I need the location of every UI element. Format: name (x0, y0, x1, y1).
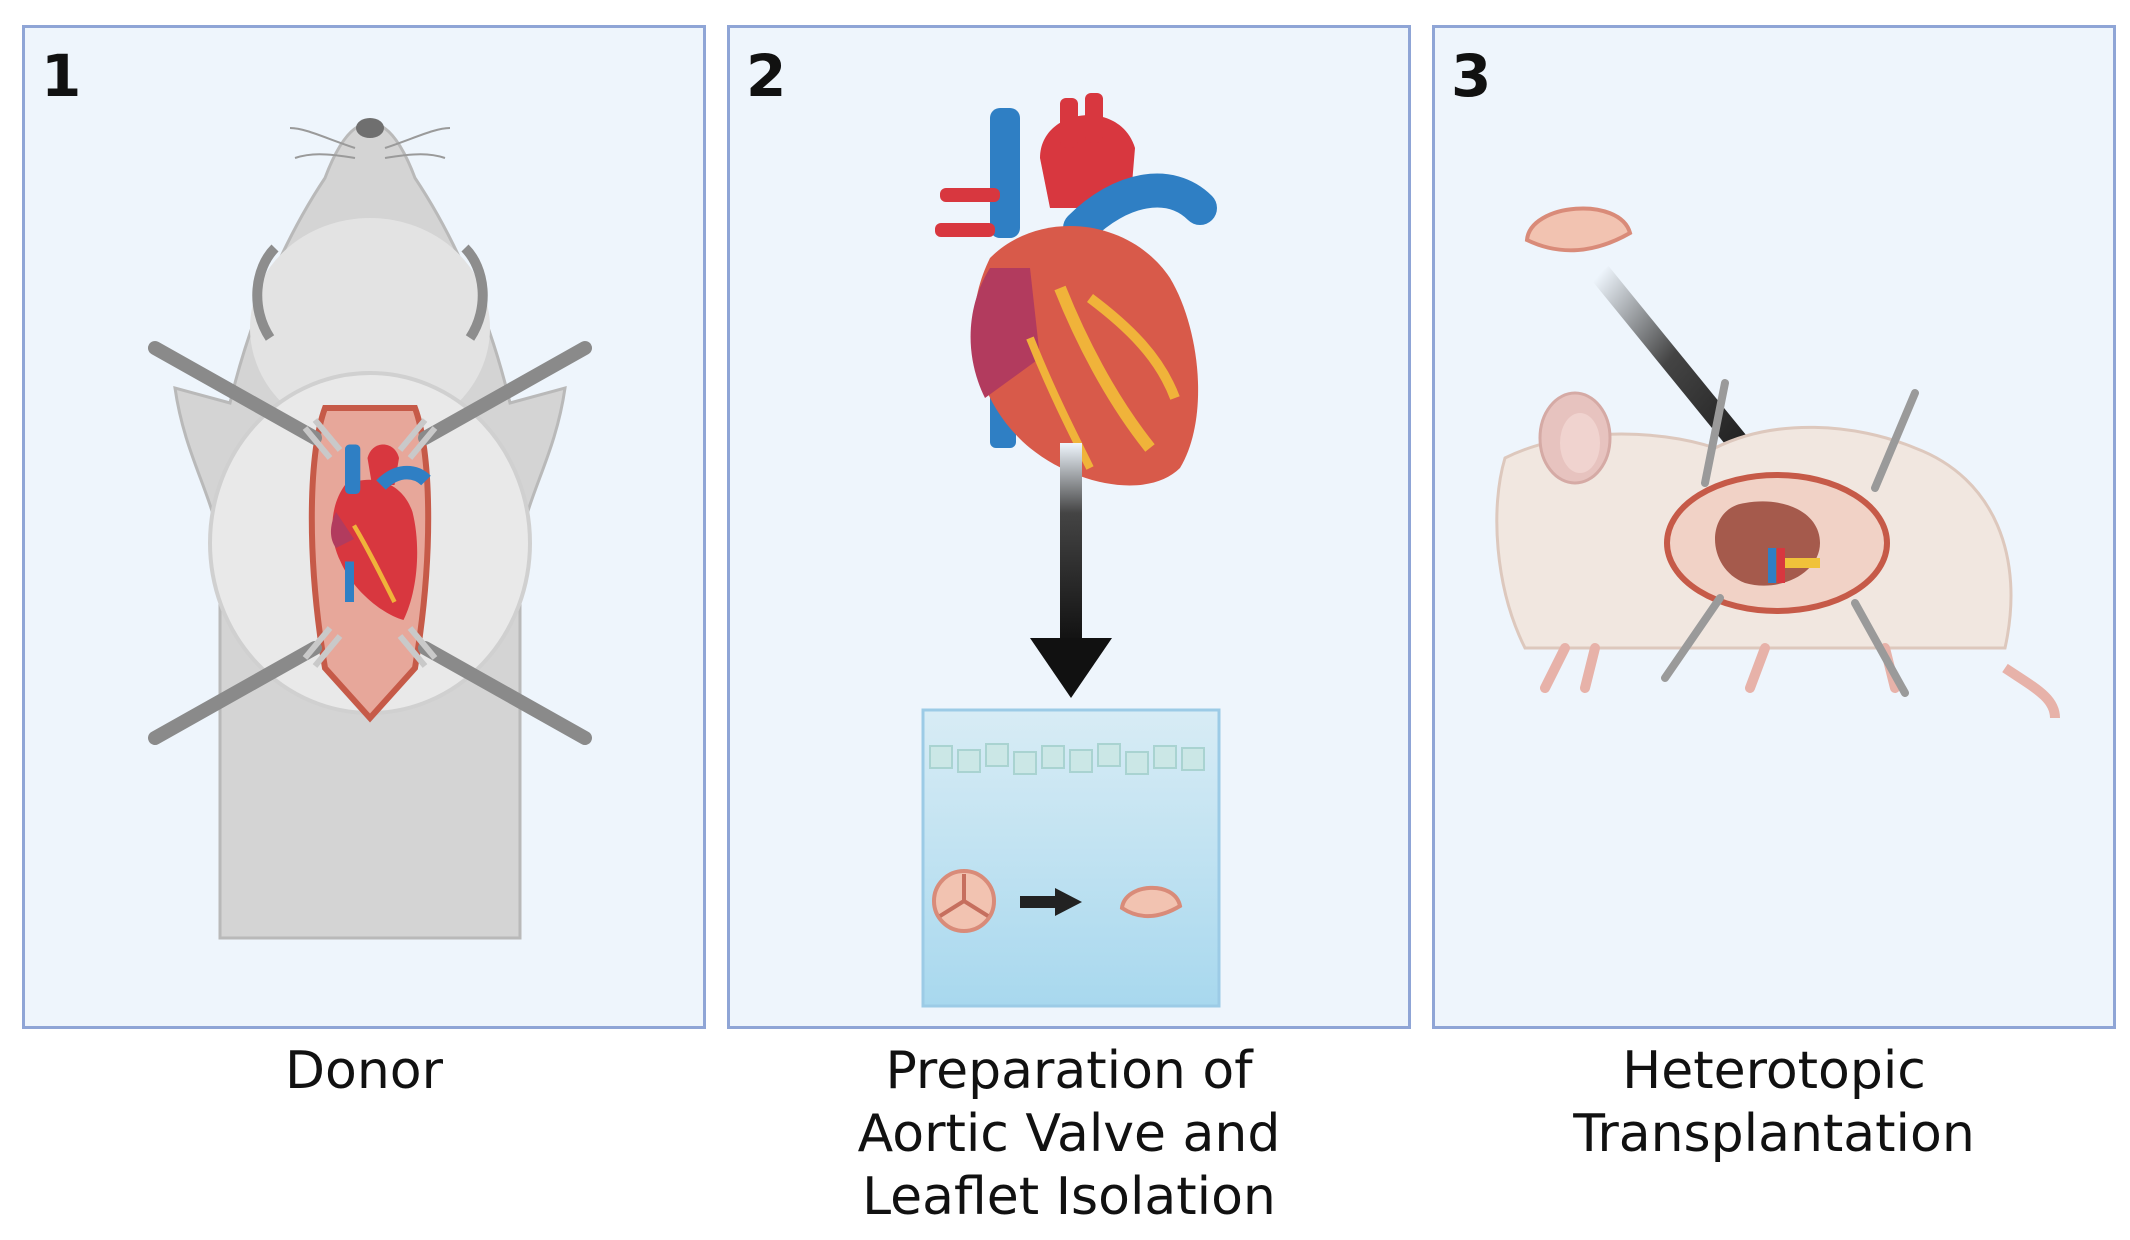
panel-transplantation: 3 (1432, 25, 2116, 1029)
heart-icon (935, 93, 1217, 486)
heart-icon (330, 444, 431, 620)
kidney-icon (1715, 501, 1820, 586)
retractor-icon (148, 341, 592, 745)
step-number-2: 2 (746, 42, 787, 110)
leaflet-icon (1119, 885, 1183, 919)
aortic-valve-icon (932, 869, 996, 933)
transplantation-illustration (1495, 206, 2060, 719)
caption-donor: Donor (284, 1041, 443, 1101)
donor-rat-illustration (148, 118, 592, 940)
step-number-1: 1 (41, 42, 82, 110)
arrow-right-icon (1020, 888, 1082, 916)
preparation-illustration (921, 93, 1221, 1008)
retractor-icon (1661, 379, 1919, 697)
panel-donor: 1 (22, 25, 706, 1029)
step-number-3: 3 (1451, 42, 1492, 110)
caption-transplantation: Heterotopic Transplantation (1573, 1041, 1975, 1164)
caption-preparation: Preparation of Aortic Valve and Leaflet … (857, 1041, 1281, 1227)
arrow-down-icon (1030, 443, 1112, 698)
leaflet-icon (1524, 206, 1633, 253)
panel-preparation: 2 (727, 25, 1411, 1029)
